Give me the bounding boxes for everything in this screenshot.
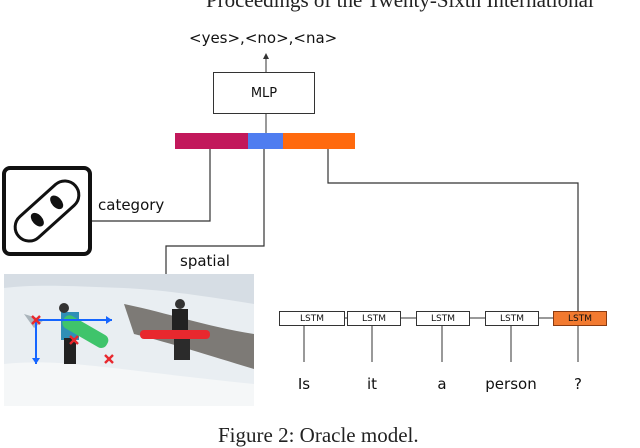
lstm-cell-1: LSTM [279, 311, 345, 326]
lstm-cell-3: LSTM [416, 311, 470, 326]
question-word-2: it [366, 375, 378, 393]
mlp-block: MLP [213, 72, 315, 114]
lstm-cell-label: LSTM [362, 313, 386, 324]
category-wire [92, 149, 211, 222]
snowboarders-photo [4, 274, 254, 406]
figure-caption: Figure 2: Oracle model. [218, 423, 419, 447]
spatial-wire [165, 149, 265, 274]
lstm-cell-label: LSTM [300, 313, 324, 324]
connector-lines [92, 53, 579, 362]
spatial-feature [248, 133, 283, 149]
question-word-3: a [437, 375, 447, 393]
lstm-cell-2: LSTM [347, 311, 401, 326]
lstm-cell-label: LSTM [568, 313, 592, 324]
category-label: category [98, 196, 165, 214]
question-word-5: ? [574, 375, 582, 393]
lstm-cell-label: LSTM [500, 313, 524, 324]
answer-classes: <yes>,<no>,<na> [189, 29, 338, 47]
lstm-cell-label: LSTM [431, 313, 455, 324]
spatial-label: spatial [180, 252, 230, 270]
lstm-cell-5: LSTM [553, 311, 607, 326]
question-word-1: Is [297, 375, 311, 393]
question-word-4: person [485, 375, 537, 393]
question-feature [283, 133, 355, 149]
page-header: Proceedings of the Twenty-Sixth Internat… [206, 0, 594, 12]
lstm-cell-4: LSTM [485, 311, 539, 326]
snowboard-icon [2, 166, 92, 256]
mlp-label: MLP [250, 85, 278, 101]
category-feature [175, 133, 248, 149]
question-wire [327, 149, 579, 311]
